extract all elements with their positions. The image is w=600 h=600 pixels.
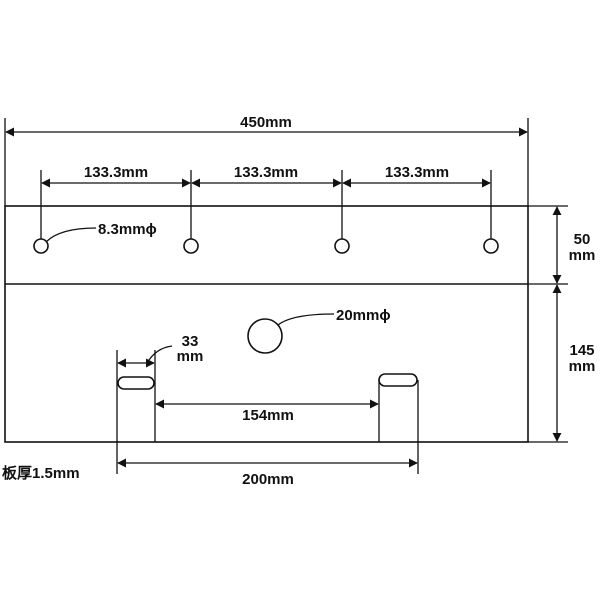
- hole-spacing-label-3: 133.3mm: [385, 164, 449, 181]
- bottom-height-unit: mm: [569, 358, 596, 375]
- top-height-unit: mm: [569, 247, 596, 264]
- top-height-number: 50: [574, 231, 591, 248]
- hole-spacing-label-2: 133.3mm: [234, 164, 298, 181]
- plate-outline: [4, 205, 529, 443]
- slot-width-unit: mm: [177, 348, 204, 365]
- slot-outer-span-label: 200mm: [242, 471, 294, 488]
- dimension-lines: [5, 127, 562, 468]
- slot-left: [117, 376, 155, 390]
- plate-thickness-note: 板厚1.5mm: [2, 464, 80, 482]
- overall-width-label: 450mm: [240, 114, 292, 131]
- hole-spacing-label-1: 133.3mm: [84, 164, 148, 181]
- small-hole-2: [183, 238, 199, 254]
- large-hole-dia-label: 20mmϕ: [336, 307, 391, 324]
- small-hole-dia-label: 8.3mmϕ: [98, 221, 157, 238]
- bottom-height-number: 145: [569, 342, 594, 359]
- slot-inner-gap-label: 154mm: [242, 407, 294, 424]
- extension-lines: [4, 118, 568, 474]
- small-hole-3: [334, 238, 350, 254]
- slot-right: [378, 373, 418, 387]
- slot-width-number: 33: [182, 333, 199, 350]
- leader-lines: [45, 227, 335, 364]
- small-hole-1: [33, 238, 49, 254]
- small-hole-4: [483, 238, 499, 254]
- large-hole: [247, 318, 283, 354]
